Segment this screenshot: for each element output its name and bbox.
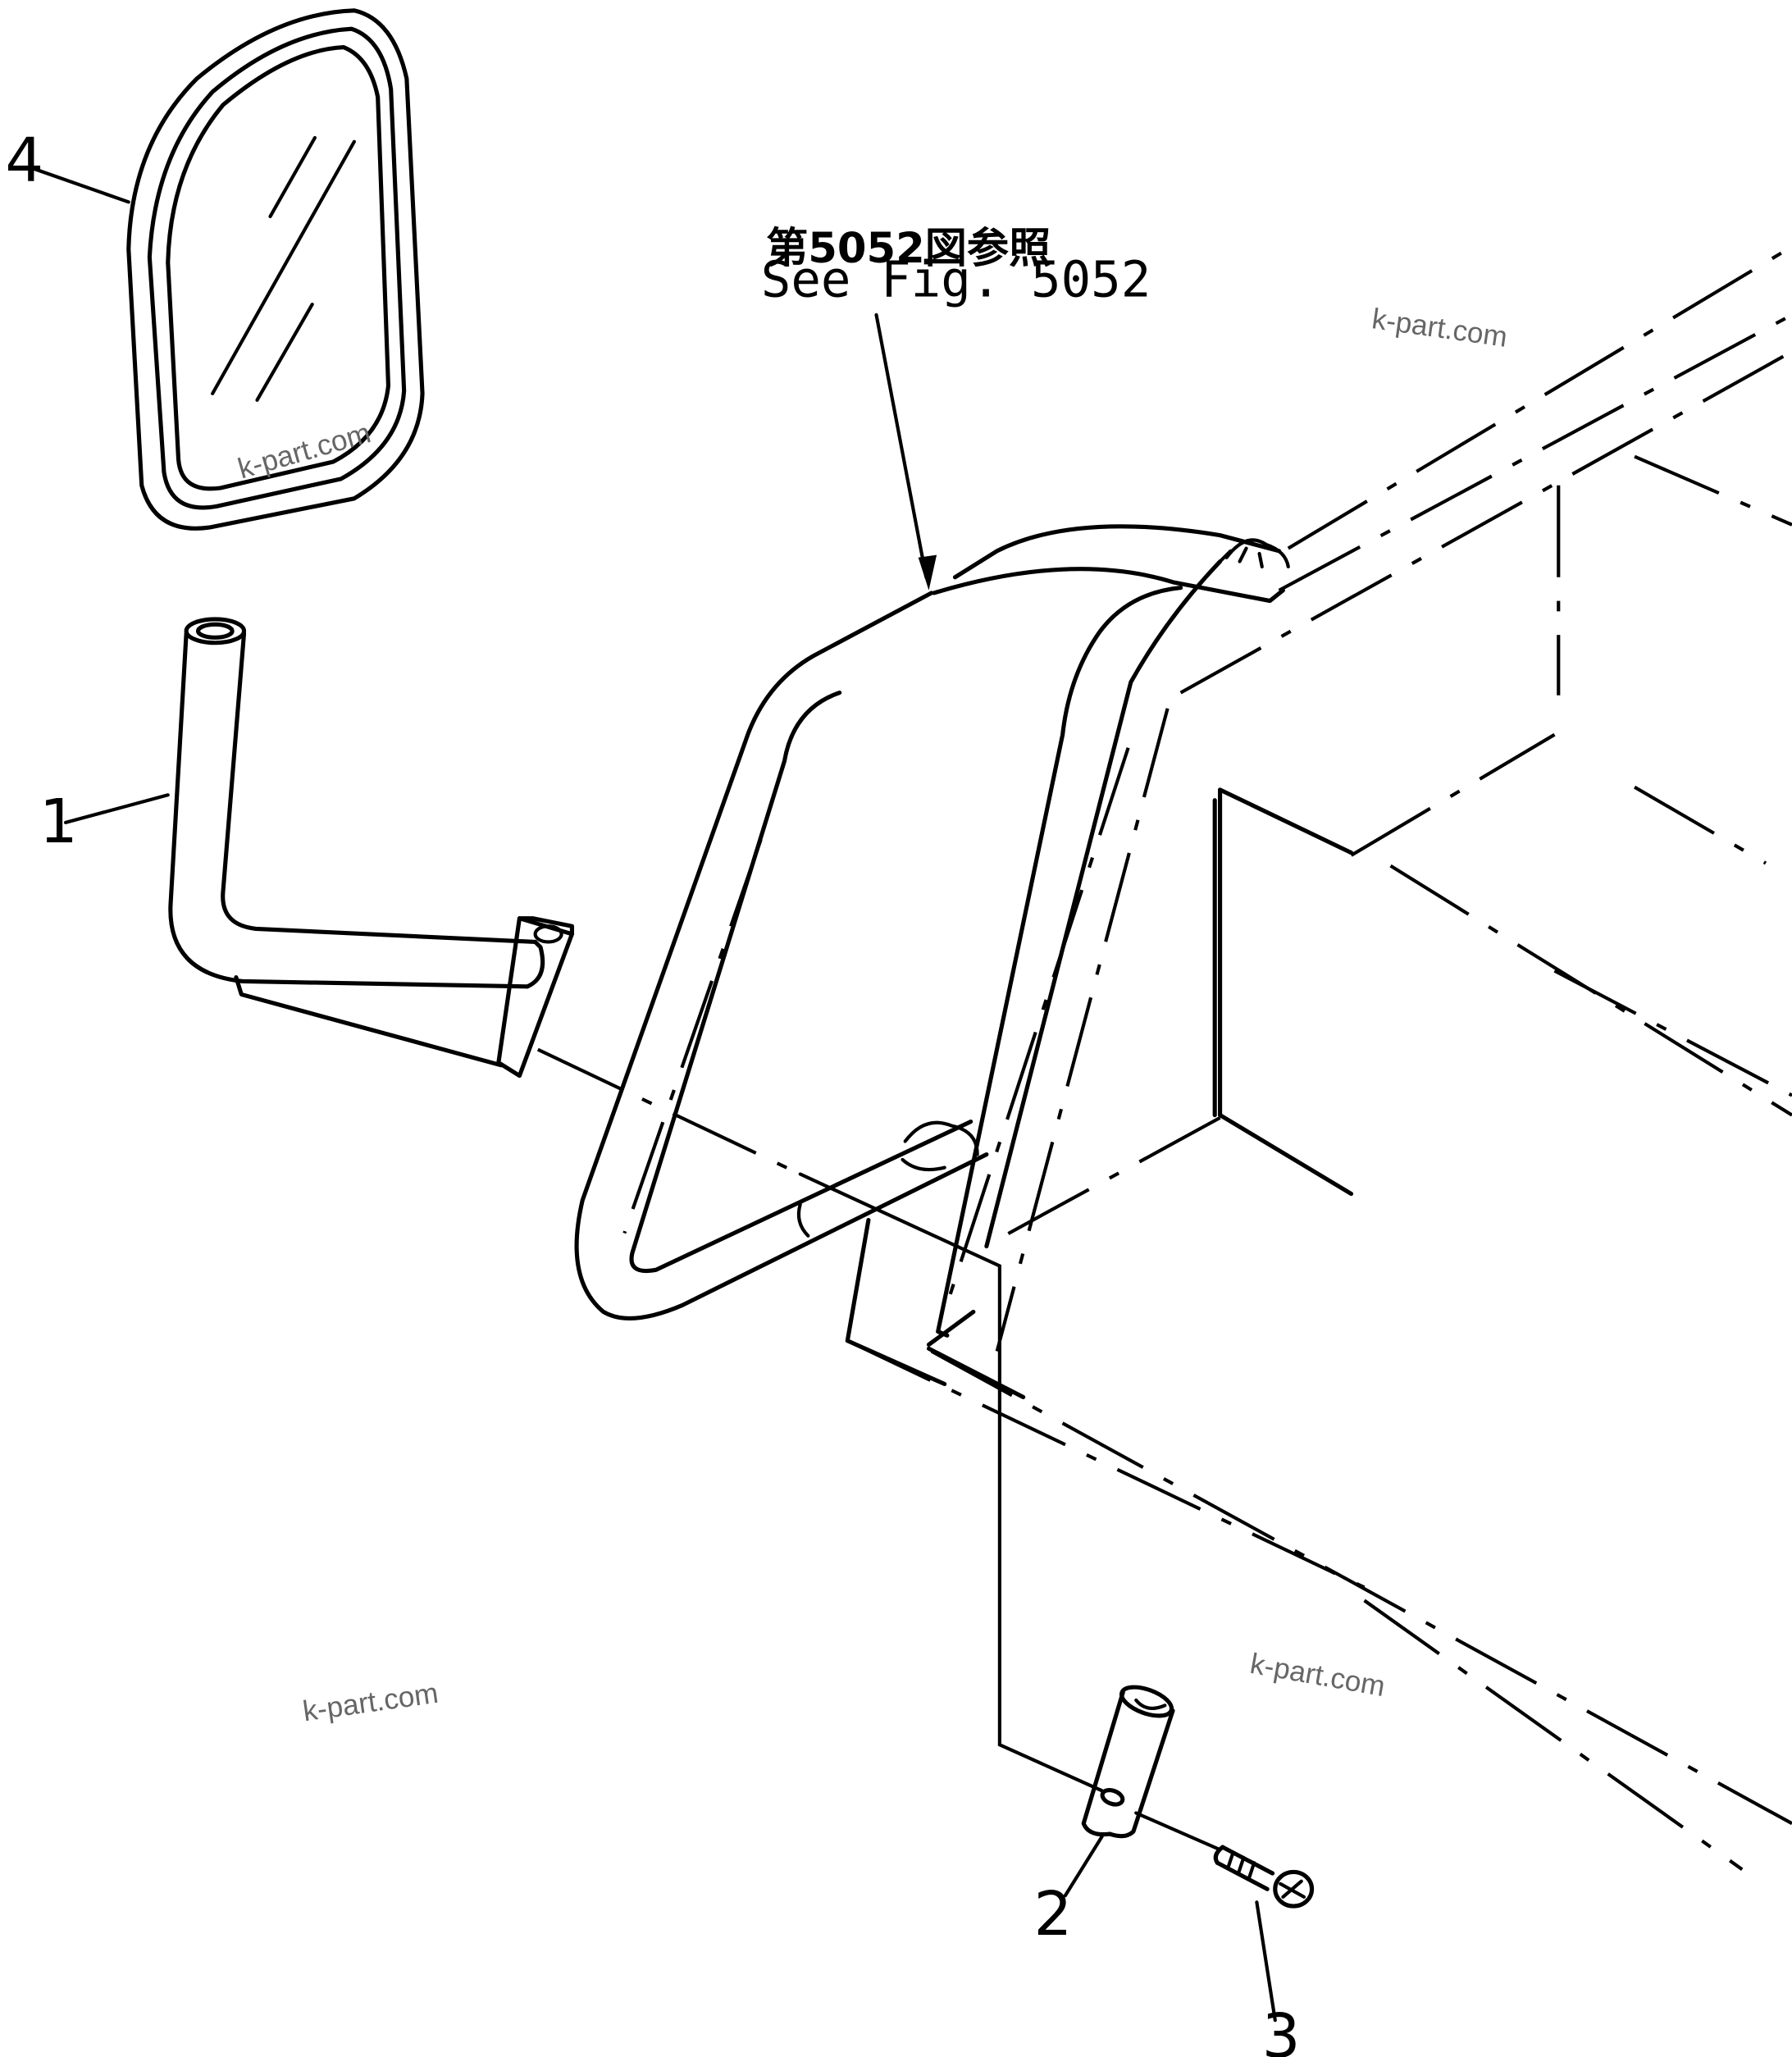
callout-2: 2 [1033,1880,1072,1950]
pin-bolt-line [1134,1811,1222,1852]
callout-4: 4 [5,126,43,196]
mirror-part-4[interactable] [126,8,425,531]
watermark: k-part.com [301,1677,440,1728]
cab-body-outline [536,244,1792,1871]
callout-3: 3 [1262,2002,1301,2057]
watermark: k-part.com [1370,303,1509,353]
watermark: k-part.com [235,417,374,485]
leader-4 [30,166,130,204]
pin-part-2[interactable] [1081,1681,1175,1839]
reference-label-japanese: 第5052図参照 [766,224,1051,273]
leader-2 [1063,1835,1104,1898]
leader-1 [63,793,170,824]
reference-label-english: See Fig. 5052 [761,251,1151,308]
leader-assembly [798,1172,1104,1793]
reference-arrow [874,312,937,591]
handrail-frame [574,524,1290,1348]
callout-1: 1 [39,787,78,857]
bolt-part-3[interactable] [1213,1845,1315,1909]
mirror-stay-part-1[interactable] [168,617,574,1079]
watermark: k-part.com [1247,1648,1387,1703]
leader-3 [1255,1900,1277,2023]
